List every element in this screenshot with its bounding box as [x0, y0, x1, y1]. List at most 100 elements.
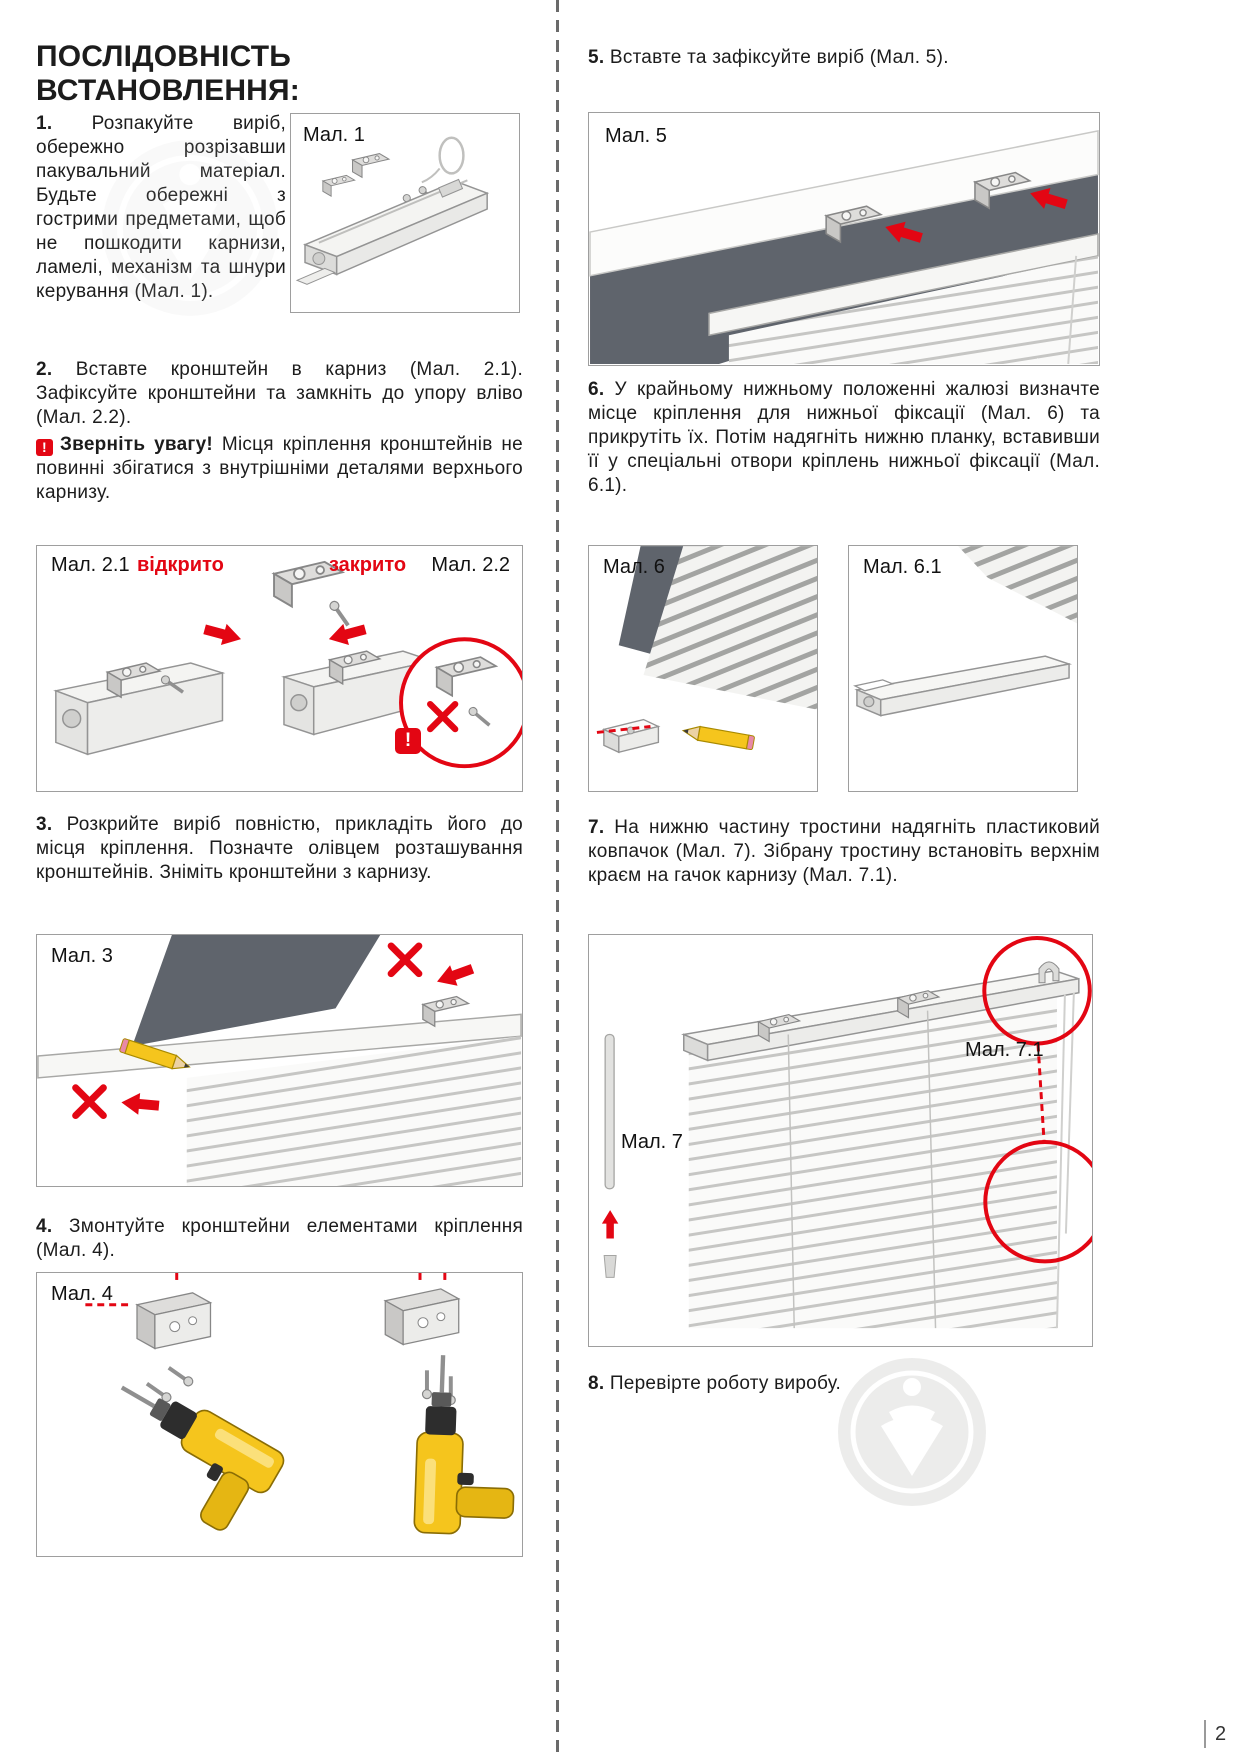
- bracket-icon: [322, 174, 356, 197]
- screw-icon: [326, 597, 354, 630]
- figure-2: Мал. 2.1 відкрито закрито Мал. 2.2 !: [36, 545, 523, 792]
- step-8: 8. Перевірте роботу виробу.: [588, 1372, 1100, 1396]
- figure-1: Мал. 1: [290, 113, 520, 313]
- ladder-string: [926, 1010, 937, 1329]
- red-arrow-icon: [120, 1091, 160, 1117]
- cornice-open: [53, 662, 226, 756]
- figure-4: Мал. 4: [36, 1272, 523, 1557]
- figure-5-label: Мал. 5: [605, 125, 667, 147]
- step-6-text: У крайньому нижньому положенні жалюзі ви…: [588, 379, 1100, 496]
- closed-label: закрито: [329, 554, 407, 576]
- step-2-block: 2. Вставте кронштейн в карниз (Мал. 2.1)…: [36, 358, 523, 505]
- figure-6-illustration: [596, 546, 817, 754]
- figure-7-1-label: Мал. 7.1: [965, 1039, 1044, 1061]
- red-x-icon: [391, 946, 419, 974]
- slats: [958, 546, 1077, 624]
- bottom-fixation-bracket: [601, 718, 661, 754]
- figure-7-illustration: [601, 935, 1092, 1329]
- hook-icon: [1038, 961, 1060, 984]
- red-arrow-icon: [433, 958, 477, 992]
- slats: [186, 1036, 522, 1186]
- figure-1-illustration: [295, 136, 490, 285]
- step-3-number: 3.: [36, 814, 53, 835]
- warning-icon: !: [36, 439, 53, 456]
- step-5-number: 5.: [588, 47, 605, 68]
- step-4-text: Змонтуйте кронштейни елементами кріпленн…: [36, 1216, 523, 1261]
- cord: [1067, 255, 1078, 365]
- figure-1-label: Мал. 1: [303, 124, 365, 146]
- highlight-circle: [983, 1140, 1092, 1264]
- figure-4-illustration: [37, 1273, 522, 1556]
- step-3: 3. Розкрийте виріб повністю, прикладіть …: [36, 813, 523, 885]
- slats: [728, 255, 1098, 365]
- figure-3-label: Мал. 3: [51, 945, 113, 967]
- step-2-number: 2.: [36, 359, 53, 380]
- bottom-rail: [853, 655, 1073, 717]
- page-title: ПОСЛІДОВНІСТЬ ВСТАНОВЛЕННЯ:: [36, 40, 301, 107]
- step-7-number: 7.: [588, 817, 605, 838]
- cord-loop-icon: [438, 136, 465, 175]
- step-8-text: Перевірте роботу виробу.: [609, 1373, 842, 1394]
- step-4: 4. Змонтуйте кронштейни елементами кріпл…: [36, 1215, 523, 1263]
- figure-2-2-label: Мал. 2.2: [431, 554, 510, 576]
- step-5-text: Вставте та зафіксуйте виріб (Мал. 5).: [609, 47, 949, 68]
- figure-3-illustration: [37, 935, 522, 1186]
- cord: [1055, 994, 1066, 1329]
- step-7-text: На нижню частину тростини надягніть плас…: [588, 817, 1100, 886]
- step-4-number: 4.: [36, 1216, 53, 1237]
- warning-title: Зверніть увагу!: [60, 434, 213, 455]
- highlight-circle: [399, 637, 522, 769]
- figure-6-1-label: Мал. 6.1: [863, 556, 942, 578]
- figure-7-label: Мал. 7: [621, 1131, 683, 1153]
- step-6-number: 6.: [588, 379, 605, 400]
- figure-6: Мал. 6: [588, 545, 818, 792]
- wand: [604, 1033, 615, 1190]
- step-2-warning: ! Зверніть увагу! Місця кріплення кронште…: [36, 433, 523, 505]
- figure-5: Мал. 5: [588, 112, 1100, 366]
- warning-badge-icon: !: [395, 728, 421, 754]
- step-2: 2. Вставте кронштейн в карниз (Мал. 2.1)…: [36, 358, 523, 430]
- step-1: 1. Розпакуйте виріб, обережно розрізавши…: [36, 112, 286, 304]
- figure-7: Мал. 7 Мал. 7.1: [588, 934, 1093, 1347]
- bracket-icon: [352, 153, 390, 178]
- cornice-closed: [281, 650, 436, 736]
- cap-icon: [603, 1254, 617, 1278]
- drill-icon: [414, 1354, 518, 1535]
- red-arrow-icon: [601, 1210, 619, 1239]
- figure-6-label: Мал. 6: [603, 556, 665, 578]
- figure-6-1: Мал. 6.1: [848, 545, 1078, 792]
- figure-2-1-label: Мал. 2.1: [51, 554, 130, 576]
- bracket-icon: [383, 1288, 461, 1346]
- screw-icon: [164, 1362, 197, 1390]
- step-1-text: Розпакуйте виріб, обережно розрізавши па…: [36, 113, 286, 302]
- figure-3: Мал. 3: [36, 934, 523, 1187]
- bracket-icon: [135, 1292, 213, 1350]
- red-arrow-icon: [201, 618, 244, 650]
- window-jamb: [132, 935, 381, 1047]
- red-x-icon: [76, 1088, 104, 1116]
- page-number: 2: [1204, 1720, 1226, 1748]
- step-2-text: Вставте кронштейн в карниз (Мал. 2.1). З…: [36, 359, 524, 428]
- step-8-number: 8.: [588, 1373, 605, 1394]
- slats: [643, 546, 817, 710]
- step-5: 5. Вставте та зафіксуйте виріб (Мал. 5).: [588, 46, 1100, 70]
- warning-text: Місця кріплення кронштейнів не повинні з…: [36, 434, 523, 503]
- column-divider: [556, 0, 559, 1760]
- screw-icon: [420, 1368, 434, 1401]
- step-6: 6. У крайньому нижньому положенні жалюзі…: [588, 378, 1100, 498]
- cord: [1064, 992, 1075, 1234]
- ladder-string: [787, 1034, 795, 1329]
- step-7: 7. На нижню частину тростини надягніть п…: [588, 816, 1100, 888]
- slats: [688, 990, 1057, 1329]
- highlight-circle: [982, 935, 1092, 1046]
- figure-5-illustration: [589, 129, 1099, 365]
- pencil-icon: [681, 723, 756, 751]
- drill-icon: [84, 1368, 287, 1542]
- soffit: [589, 129, 1099, 277]
- open-label: відкрито: [137, 554, 224, 576]
- figure-6-1-illustration: [853, 546, 1077, 717]
- figure-4-label: Мал. 4: [51, 1283, 113, 1305]
- figure-2-illustration: [53, 560, 522, 769]
- step-3-text: Розкрийте виріб повністю, прикладіть йог…: [36, 814, 523, 883]
